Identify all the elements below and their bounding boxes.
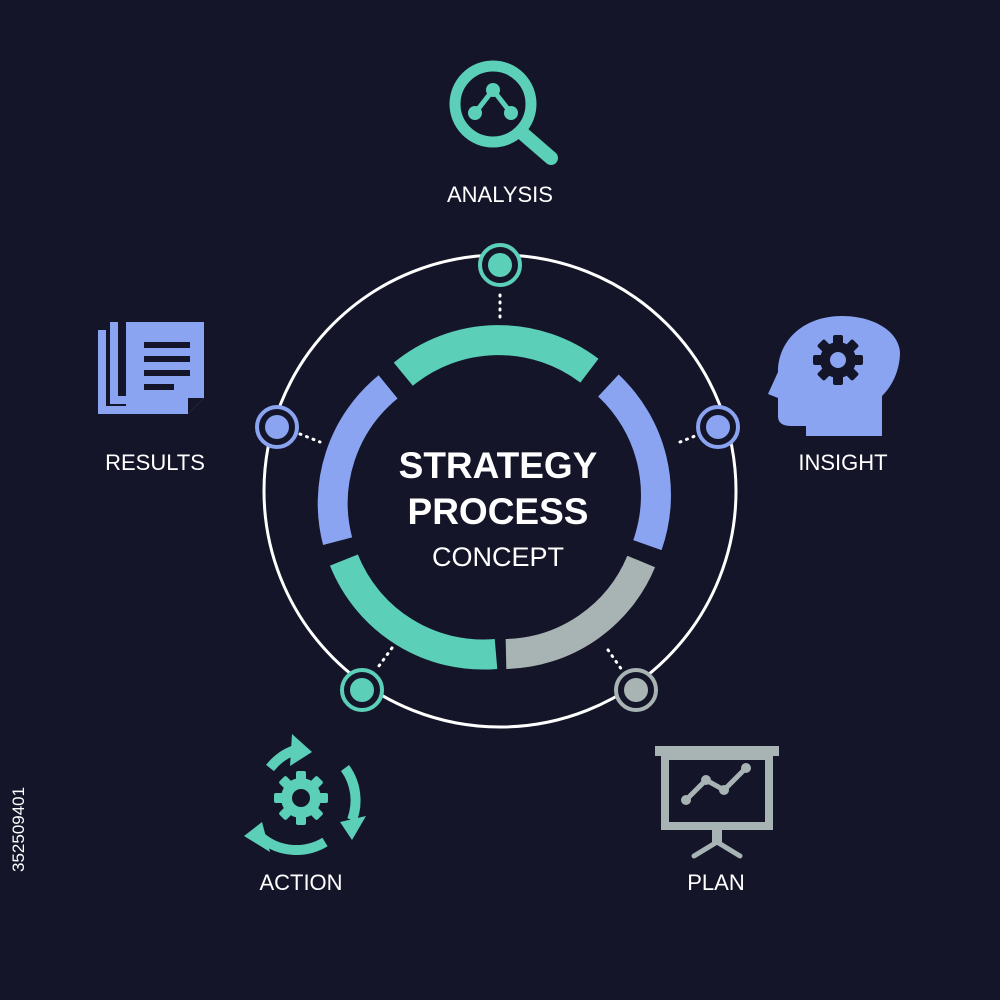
head-gear-icon xyxy=(768,316,900,436)
stage-label-plan: PLAN xyxy=(687,870,744,895)
ring-segment-results xyxy=(317,375,398,545)
node-results xyxy=(255,405,299,449)
ring-segment-plan xyxy=(505,555,656,669)
stage-label-analysis: ANALYSIS xyxy=(447,182,553,207)
node-plan xyxy=(614,668,658,712)
stage-label-action: ACTION xyxy=(259,870,342,895)
ring-segment-insight xyxy=(597,374,671,551)
cycle-gear-icon xyxy=(244,734,366,856)
documents-icon xyxy=(98,322,204,414)
connector-plan xyxy=(606,648,624,672)
connector-insight xyxy=(678,432,702,444)
center-title-line1: STRATEGY xyxy=(399,445,598,486)
connector-results xyxy=(298,432,322,444)
magnifier-network-icon xyxy=(449,60,558,165)
center-title-line2: PROCESS xyxy=(408,491,589,532)
presentation-chart-icon xyxy=(655,746,779,859)
dotted-connectors xyxy=(298,293,702,672)
node-analysis xyxy=(478,243,522,287)
node-insight xyxy=(696,405,740,449)
inner-segment-ring xyxy=(317,325,671,670)
center-subtitle: CONCEPT xyxy=(432,542,564,572)
node-action xyxy=(340,668,384,712)
ring-segment-action xyxy=(329,554,498,670)
stock-id: 352509401 xyxy=(9,787,28,872)
stage-label-insight: INSIGHT xyxy=(798,450,887,475)
stage-label-results: RESULTS xyxy=(105,450,205,475)
ring-nodes xyxy=(255,243,740,712)
connector-action xyxy=(374,646,394,672)
ring-segment-analysis xyxy=(393,325,599,386)
